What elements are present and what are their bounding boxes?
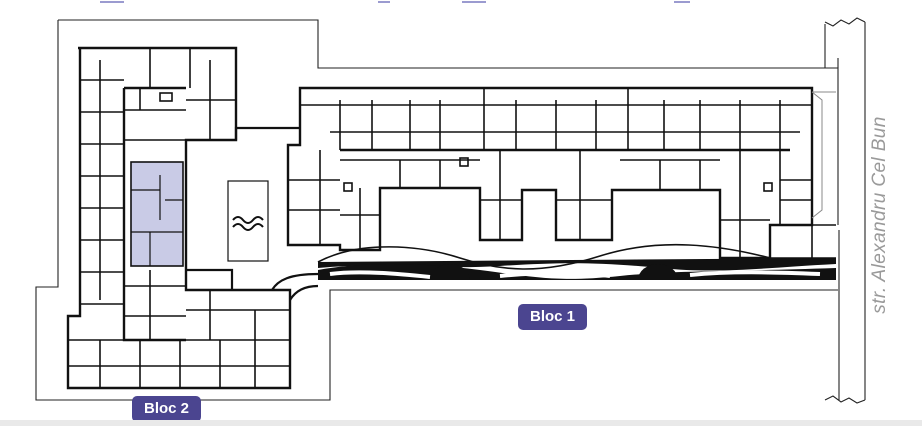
bottom-divider — [0, 420, 922, 426]
access-road — [811, 91, 836, 219]
pool — [227, 180, 269, 262]
courtyard-walls — [186, 126, 319, 301]
bloc1-label[interactable]: Bloc 1 — [518, 304, 588, 330]
landscape-strip — [317, 243, 836, 280]
bloc1-building — [286, 86, 814, 260]
highlighted-unit-walls — [131, 175, 183, 266]
bloc1-rooms — [288, 88, 836, 258]
highlighted-unit[interactable] — [130, 161, 184, 267]
street-name-text: str. Alexandru Cel Bun — [869, 116, 890, 314]
bloc2-label[interactable]: Bloc 2 — [132, 396, 202, 422]
bloc2-rooms — [68, 48, 290, 388]
water-waves-icon — [232, 216, 264, 231]
site-boundary — [35, 17, 866, 404]
